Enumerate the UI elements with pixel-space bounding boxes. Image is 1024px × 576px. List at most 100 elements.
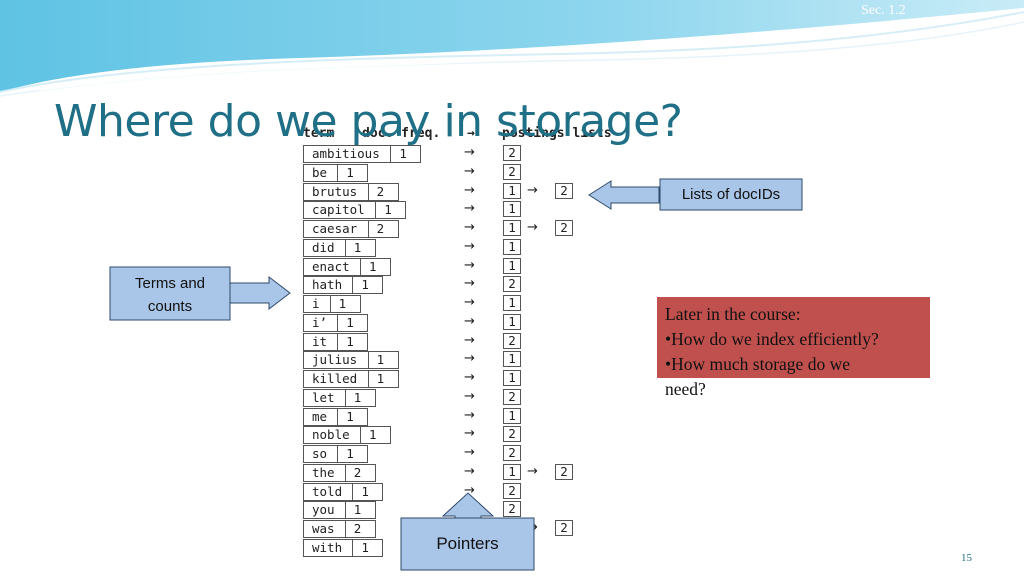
doc-freq-text: 1 — [353, 389, 362, 405]
pointer-arrow-icon: → — [464, 220, 475, 235]
term-text: julius — [312, 352, 358, 368]
freq-divider — [344, 239, 346, 256]
term-cell: i’ 1 — [303, 313, 369, 332]
term-cell: with 1 — [303, 538, 384, 557]
freq-divider — [360, 427, 361, 444]
doc-freq-text: 1 — [369, 258, 377, 274]
doc-freq-text: 1 — [399, 146, 407, 161]
pointer-arrow-icon: → — [464, 145, 475, 160]
doc-freq-text: 1 — [338, 296, 347, 311]
term-text: capitol — [312, 202, 365, 218]
freq-divider — [337, 408, 339, 425]
term-text: the — [312, 464, 335, 480]
doc-freq-text: 2 — [353, 464, 362, 480]
pointer-arrow-icon: → — [464, 426, 475, 442]
pointers-label: Pointers — [436, 534, 499, 553]
doc-freq-text: 1 — [384, 202, 392, 218]
term-text: was — [312, 521, 335, 536]
pointers-callout — [400, 492, 535, 571]
posting-docid: 1 — [503, 370, 521, 386]
term-text: with — [312, 539, 343, 555]
term-cell: capitol 1 — [303, 201, 407, 220]
freq-divider — [337, 164, 339, 181]
slide-title: Where do we pay in storage? — [54, 96, 683, 147]
terms-and-counts-line2: counts — [147, 298, 193, 315]
freq-divider — [352, 277, 354, 294]
freq-divider — [360, 258, 361, 275]
posting-docid: 2 — [503, 276, 521, 293]
posting-docid: 1 — [503, 182, 521, 199]
term-text: enact — [312, 258, 350, 274]
freq-divider — [367, 183, 369, 200]
posting-docid: 2 — [503, 482, 521, 499]
posting-docid: 1 — [503, 295, 521, 311]
term-text: hath — [312, 277, 343, 293]
pointer-arrow-icon: → — [464, 407, 475, 423]
header-arrow: → — [467, 126, 475, 141]
doc-freq-text: 1 — [353, 502, 362, 518]
terms-and-counts-label: Terms and counts — [110, 272, 230, 318]
freq-divider — [337, 314, 339, 331]
slide-number: 15 — [961, 552, 972, 564]
pointer-arrow-icon: → — [464, 182, 475, 198]
later-in-course-note-box — [657, 297, 930, 378]
header-doc-freq: doc. freq. — [362, 126, 441, 141]
freq-divider — [390, 146, 392, 162]
posting-docid: 1 — [503, 313, 521, 330]
term-cell: killed 1 — [303, 370, 399, 388]
term-text: i — [312, 296, 320, 311]
pointer-arrow-icon: → — [464, 257, 475, 273]
doc-freq-text: 1 — [376, 371, 385, 386]
pointer-arrow-icon: → — [464, 163, 475, 179]
doc-freq-text: 1 — [346, 446, 354, 461]
term-cell: was 2 — [303, 520, 376, 538]
header-wave-banner — [0, 0, 1024, 97]
freq-divider — [337, 446, 339, 462]
freq-divider — [367, 371, 369, 387]
term-text: brutus — [312, 183, 358, 199]
freq-divider — [367, 352, 369, 369]
doc-freq-text: 1 — [346, 314, 354, 330]
freq-divider — [375, 202, 377, 219]
posting-docid: 1 — [503, 238, 521, 255]
term-text: let — [312, 389, 335, 405]
posting-docid: 2 — [555, 520, 573, 536]
note-bullet-efficiency: •How do we index efficiently? — [665, 329, 879, 349]
doc-freq-text: 1 — [361, 277, 369, 293]
doc-freq-text: 1 — [361, 539, 369, 555]
freq-divider — [344, 389, 346, 406]
later-in-course-note-text: Later in the course: •How do we index ef… — [665, 302, 935, 402]
pointer-arrow-icon: → — [464, 238, 475, 254]
freq-divider — [344, 502, 346, 519]
doc-freq-text: 2 — [353, 521, 362, 536]
pointer-arrow-icon: → — [464, 370, 475, 385]
terms-and-counts-callout — [109, 266, 291, 321]
posting-docid: 2 — [503, 445, 521, 461]
pointer-arrow-icon: → — [464, 201, 475, 217]
header-term: term — [303, 126, 335, 141]
note-bullet-storage-line2: need? — [665, 379, 706, 399]
postings-link-arrow-icon: → — [527, 463, 538, 479]
doc-freq-text: 1 — [369, 427, 377, 443]
term-cell: hath 1 — [303, 276, 384, 295]
posting-docid: 1 — [503, 201, 521, 218]
term-text: killed — [312, 371, 358, 386]
freq-divider — [344, 521, 346, 537]
term-text: me — [312, 408, 328, 424]
pointer-arrow-icon: → — [464, 351, 475, 367]
term-text: i’ — [312, 314, 328, 330]
doc-freq-text: 1 — [353, 239, 362, 255]
doc-freq-text: 1 — [346, 333, 354, 349]
lists-of-docids-callout — [588, 178, 803, 211]
posting-docid: 1 — [503, 257, 521, 274]
